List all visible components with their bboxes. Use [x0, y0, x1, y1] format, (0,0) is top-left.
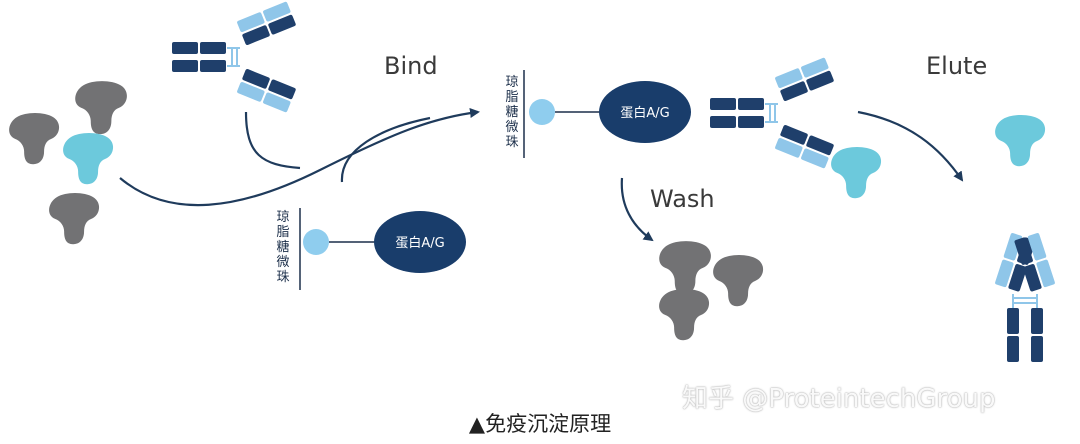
antibody-icon	[995, 233, 1055, 362]
bead-label-char: 糖	[505, 104, 518, 120]
bind-arrows	[119, 108, 480, 207]
protein-ag-icon	[599, 81, 691, 143]
bead-label-char: 糖	[276, 239, 289, 255]
bead-label-char: 脂	[276, 225, 289, 240]
protein-ag-label: 蛋白A/G	[620, 105, 669, 121]
wash-label: Wash	[650, 185, 715, 213]
arrow-icon	[340, 116, 431, 183]
protein-ag-label: 蛋白A/G	[395, 235, 444, 251]
antigen-target-icon	[831, 146, 882, 199]
bead-label-char: 珠	[505, 135, 518, 150]
bind-label: Bind	[384, 52, 438, 80]
bead-label-char: 琼	[505, 75, 518, 90]
antigen-cluster-left	[9, 81, 127, 245]
agarose-bead-icon	[529, 99, 555, 125]
antigen-icon	[75, 81, 127, 135]
antibody-icon	[172, 1, 296, 113]
protein-ag-icon	[374, 211, 466, 273]
figure-caption: ▲免疫沉淀原理	[468, 412, 612, 436]
watermark: 知乎 @ProteintechGroup	[682, 384, 996, 414]
arrow-icon	[857, 110, 964, 182]
arrow-icon	[119, 108, 480, 207]
elute-label: Elute	[926, 52, 987, 80]
antigen-target-icon	[63, 132, 114, 185]
arrow-icon	[620, 177, 654, 242]
arrow-icon	[244, 111, 301, 170]
antigen-icon	[49, 192, 100, 245]
antigen-icon	[9, 112, 60, 165]
antigen-target-icon	[995, 114, 1046, 167]
bead-label-char: 微	[505, 120, 518, 135]
antigen-icon	[659, 241, 711, 295]
antibody-icon	[710, 57, 834, 169]
washed-antigens	[659, 241, 764, 341]
bead-complex-top: 琼 脂 糖 微 珠 蛋白A/G	[505, 70, 691, 158]
agarose-bead-icon	[303, 229, 329, 255]
bead-label-char: 脂	[505, 90, 518, 105]
bead-label-char: 琼	[276, 210, 289, 225]
bead-label-char: 珠	[276, 270, 289, 285]
bead-complex-bottom: 琼 脂 糖 微 珠 蛋白A/G	[276, 208, 466, 290]
bead-label-char: 微	[276, 255, 289, 270]
antigen-icon	[659, 288, 710, 341]
antigen-icon	[713, 254, 764, 307]
